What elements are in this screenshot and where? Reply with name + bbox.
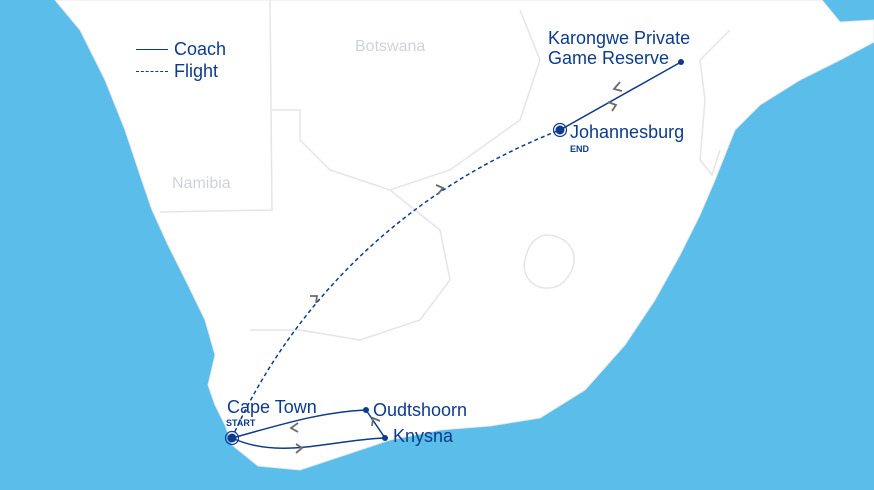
label-karongwe: Karongwe Private Game Reserve [548, 28, 691, 68]
dashed-line-icon [136, 70, 168, 72]
tag-start: START [226, 418, 256, 428]
label-johannesburg: Johannesburg [570, 122, 685, 142]
markers [224, 59, 684, 446]
label-oudtshoorn: Oudtshoorn [373, 400, 468, 420]
solid-line-icon [136, 48, 168, 50]
land-mass [54, 0, 874, 471]
tag-end: END [570, 144, 590, 154]
legend-flight: Flight [136, 60, 226, 82]
flight-route [231, 129, 561, 439]
label-cape-town: Cape Town [227, 397, 317, 417]
label-knysna: Knysna [393, 426, 454, 446]
borders [159, 0, 731, 341]
coach-routes [231, 61, 682, 449]
direction-arrows [289, 81, 623, 454]
country-namibia: Namibia [172, 175, 231, 192]
country-botswana: Botswana [355, 38, 426, 55]
legend: Coach Flight [136, 38, 226, 82]
legend-coach: Coach [136, 38, 226, 60]
